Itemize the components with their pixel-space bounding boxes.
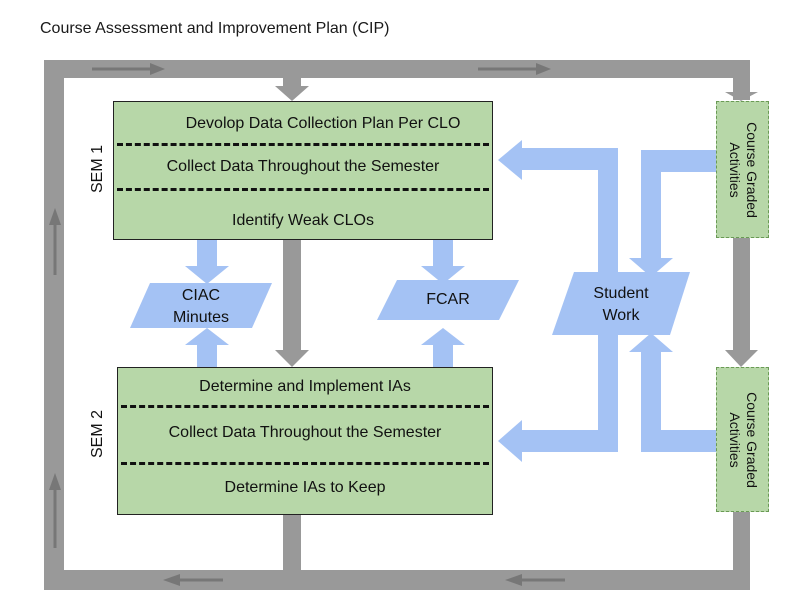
student-work-line-2: Work [602,307,640,324]
loop-left-bar [44,60,64,590]
sem2-to-bottom-connector [283,515,301,575]
sem1-to-ciac-shaft [197,240,217,266]
sem2-divider-1 [121,405,489,408]
sem2-step-determine-implement: Determine and Implement IAs [199,378,411,395]
blue-flows [185,140,717,462]
sem1-box: Devolop Data Collection Plan Per CLO Col… [113,101,493,240]
top-to-activities1-arrowhead [725,92,758,101]
loop-direction-arrows [49,63,565,586]
student-work-shape [552,272,690,335]
sem1-to-fcar-shaft [433,240,453,266]
sem2-step-determine-keep: Determine IAs to Keep [224,479,386,496]
ciac-minutes-shape [130,283,272,328]
loop-bottom-bar [44,570,750,590]
sem1-step-collect-data: Collect Data Throughout the Semester [166,158,440,175]
loop-top-bar [44,60,750,78]
activities1-to-student-head [629,258,673,277]
course-graded-activities-2: Course Graded Activities [716,367,769,512]
fcar-label: FCAR [426,291,470,308]
ciac-line-1: CIAC [181,287,221,304]
sem1-to-sem2-arrowhead [275,350,309,367]
activities1-to-student-vertical [641,150,661,260]
student-to-sem1-head [498,140,522,180]
sem1-step-develop-plan: Devolop Data Collection Plan Per CLO [185,115,461,132]
student-work-label: Student Work [571,283,671,327]
sem2-divider-2 [121,462,489,465]
outer-loop [44,60,758,590]
top-to-sem1-connector [283,78,301,88]
sem1-divider-1 [117,143,489,146]
sem2-label: SEM 2 [89,410,106,459]
sem1-step-identify-weak: Identify Weak CLOs [232,212,374,229]
student-to-sem2-shaft [520,430,618,452]
sem1-to-sem2-connector [283,240,301,350]
output-documents [130,272,690,335]
top-to-sem1-arrowhead [275,86,309,101]
activities2-to-student-vertical [641,350,661,452]
student-to-sem1-shaft [520,148,618,170]
activities2-text: Course Graded Activities [726,391,760,488]
ciac-minutes-label: CIAC Minutes [150,285,252,329]
ciac-line-2: Minutes [172,309,230,326]
course-graded-activities-1: Course Graded Activities [716,101,769,238]
fcar-to-sem2-shaft [433,345,453,369]
student-work-line-1: Student [593,285,649,302]
student-to-sem2-head [498,420,522,462]
page-title: Course Assessment and Improvement Plan (… [40,20,390,37]
loop-right-bar-top [733,60,750,100]
sem2-step-collect-data: Collect Data Throughout the Semester [168,424,442,441]
fcar-to-sem2-head [421,328,465,345]
sem1-to-fcar-head [421,266,465,284]
loop-right-bar-bottom [733,512,750,590]
activities1-text: Course Graded Activities [726,121,760,218]
fcar-shape [377,280,519,320]
loop-right-bar-mid [733,238,750,350]
sem1-to-ciac-head [185,266,229,284]
sem1-divider-2 [117,188,489,191]
sem2-box: Determine and Implement IAs Collect Data… [117,367,493,515]
ciac-to-sem2-head [185,328,229,345]
ciac-to-sem2-shaft [197,345,217,369]
activities1-to-activities2-arrowhead [725,350,758,367]
sem1-label: SEM 1 [89,145,106,194]
activities2-to-student-head [629,333,673,352]
